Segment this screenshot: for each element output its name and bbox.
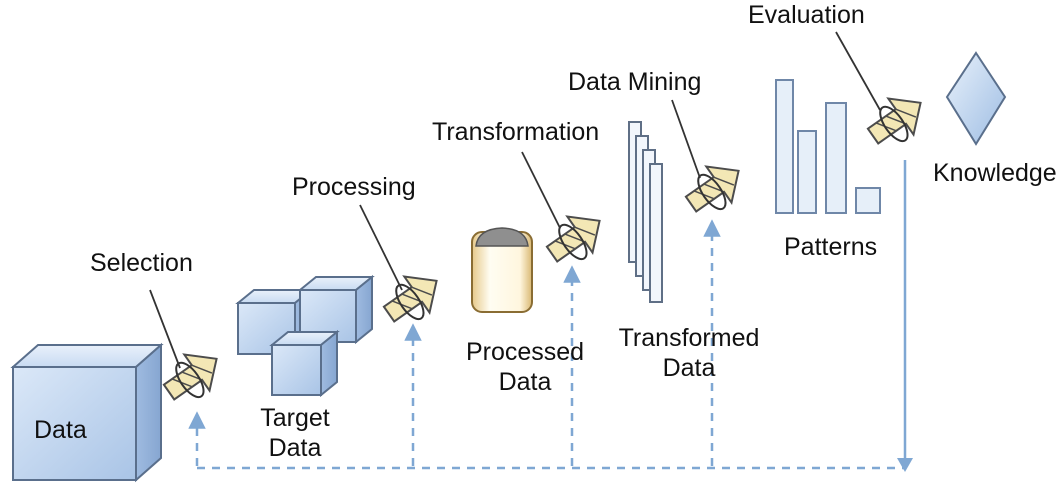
feedback-down-arrowhead bbox=[897, 458, 913, 472]
evaluation-arrow-icon bbox=[866, 97, 922, 145]
target-data-line-2: Data bbox=[268, 434, 322, 462]
transformed-data-line-1: Transformed bbox=[618, 324, 760, 352]
processing-arrow-icon bbox=[382, 275, 438, 323]
feedback-loop bbox=[188, 160, 913, 472]
transformed-data-line-2: Data bbox=[662, 354, 716, 382]
data-mining-arrow-icon bbox=[684, 165, 740, 213]
target-data-line-1: Target bbox=[260, 404, 330, 432]
step-label-data-mining: Data Mining bbox=[568, 68, 702, 96]
processed-data-line-1: Processed bbox=[465, 338, 585, 366]
leader-lines bbox=[149, 31, 881, 369]
step-label-transformation: Transformation bbox=[432, 118, 600, 146]
stage-label-transformed-data: Transformed Data bbox=[610, 323, 768, 383]
step-label-processing: Processing bbox=[292, 173, 416, 201]
selection-arrow-icon bbox=[162, 353, 218, 401]
step-label-selection: Selection bbox=[90, 249, 193, 277]
stage-label-target-data: Target Data bbox=[250, 403, 340, 463]
transformed-data-sheets-icon bbox=[628, 121, 663, 303]
stage-label-data: Data bbox=[34, 416, 87, 444]
patterns-bars-icon bbox=[775, 79, 881, 214]
processed-data-line-2: Data bbox=[498, 368, 552, 396]
stage-label-processed-data: Processed Data bbox=[455, 337, 595, 397]
knowledge-diamond-icon bbox=[945, 51, 1007, 146]
step-arrows bbox=[162, 97, 922, 401]
data-cube-icon bbox=[10, 342, 164, 483]
processed-data-drum-icon bbox=[471, 227, 533, 313]
stage-label-patterns: Patterns bbox=[784, 233, 878, 261]
stage-label-knowledge: Knowledge bbox=[933, 159, 1057, 187]
target-data-cubes-icon bbox=[235, 274, 375, 398]
step-label-evaluation: Evaluation bbox=[748, 1, 865, 29]
transformation-arrow-icon bbox=[545, 215, 601, 263]
